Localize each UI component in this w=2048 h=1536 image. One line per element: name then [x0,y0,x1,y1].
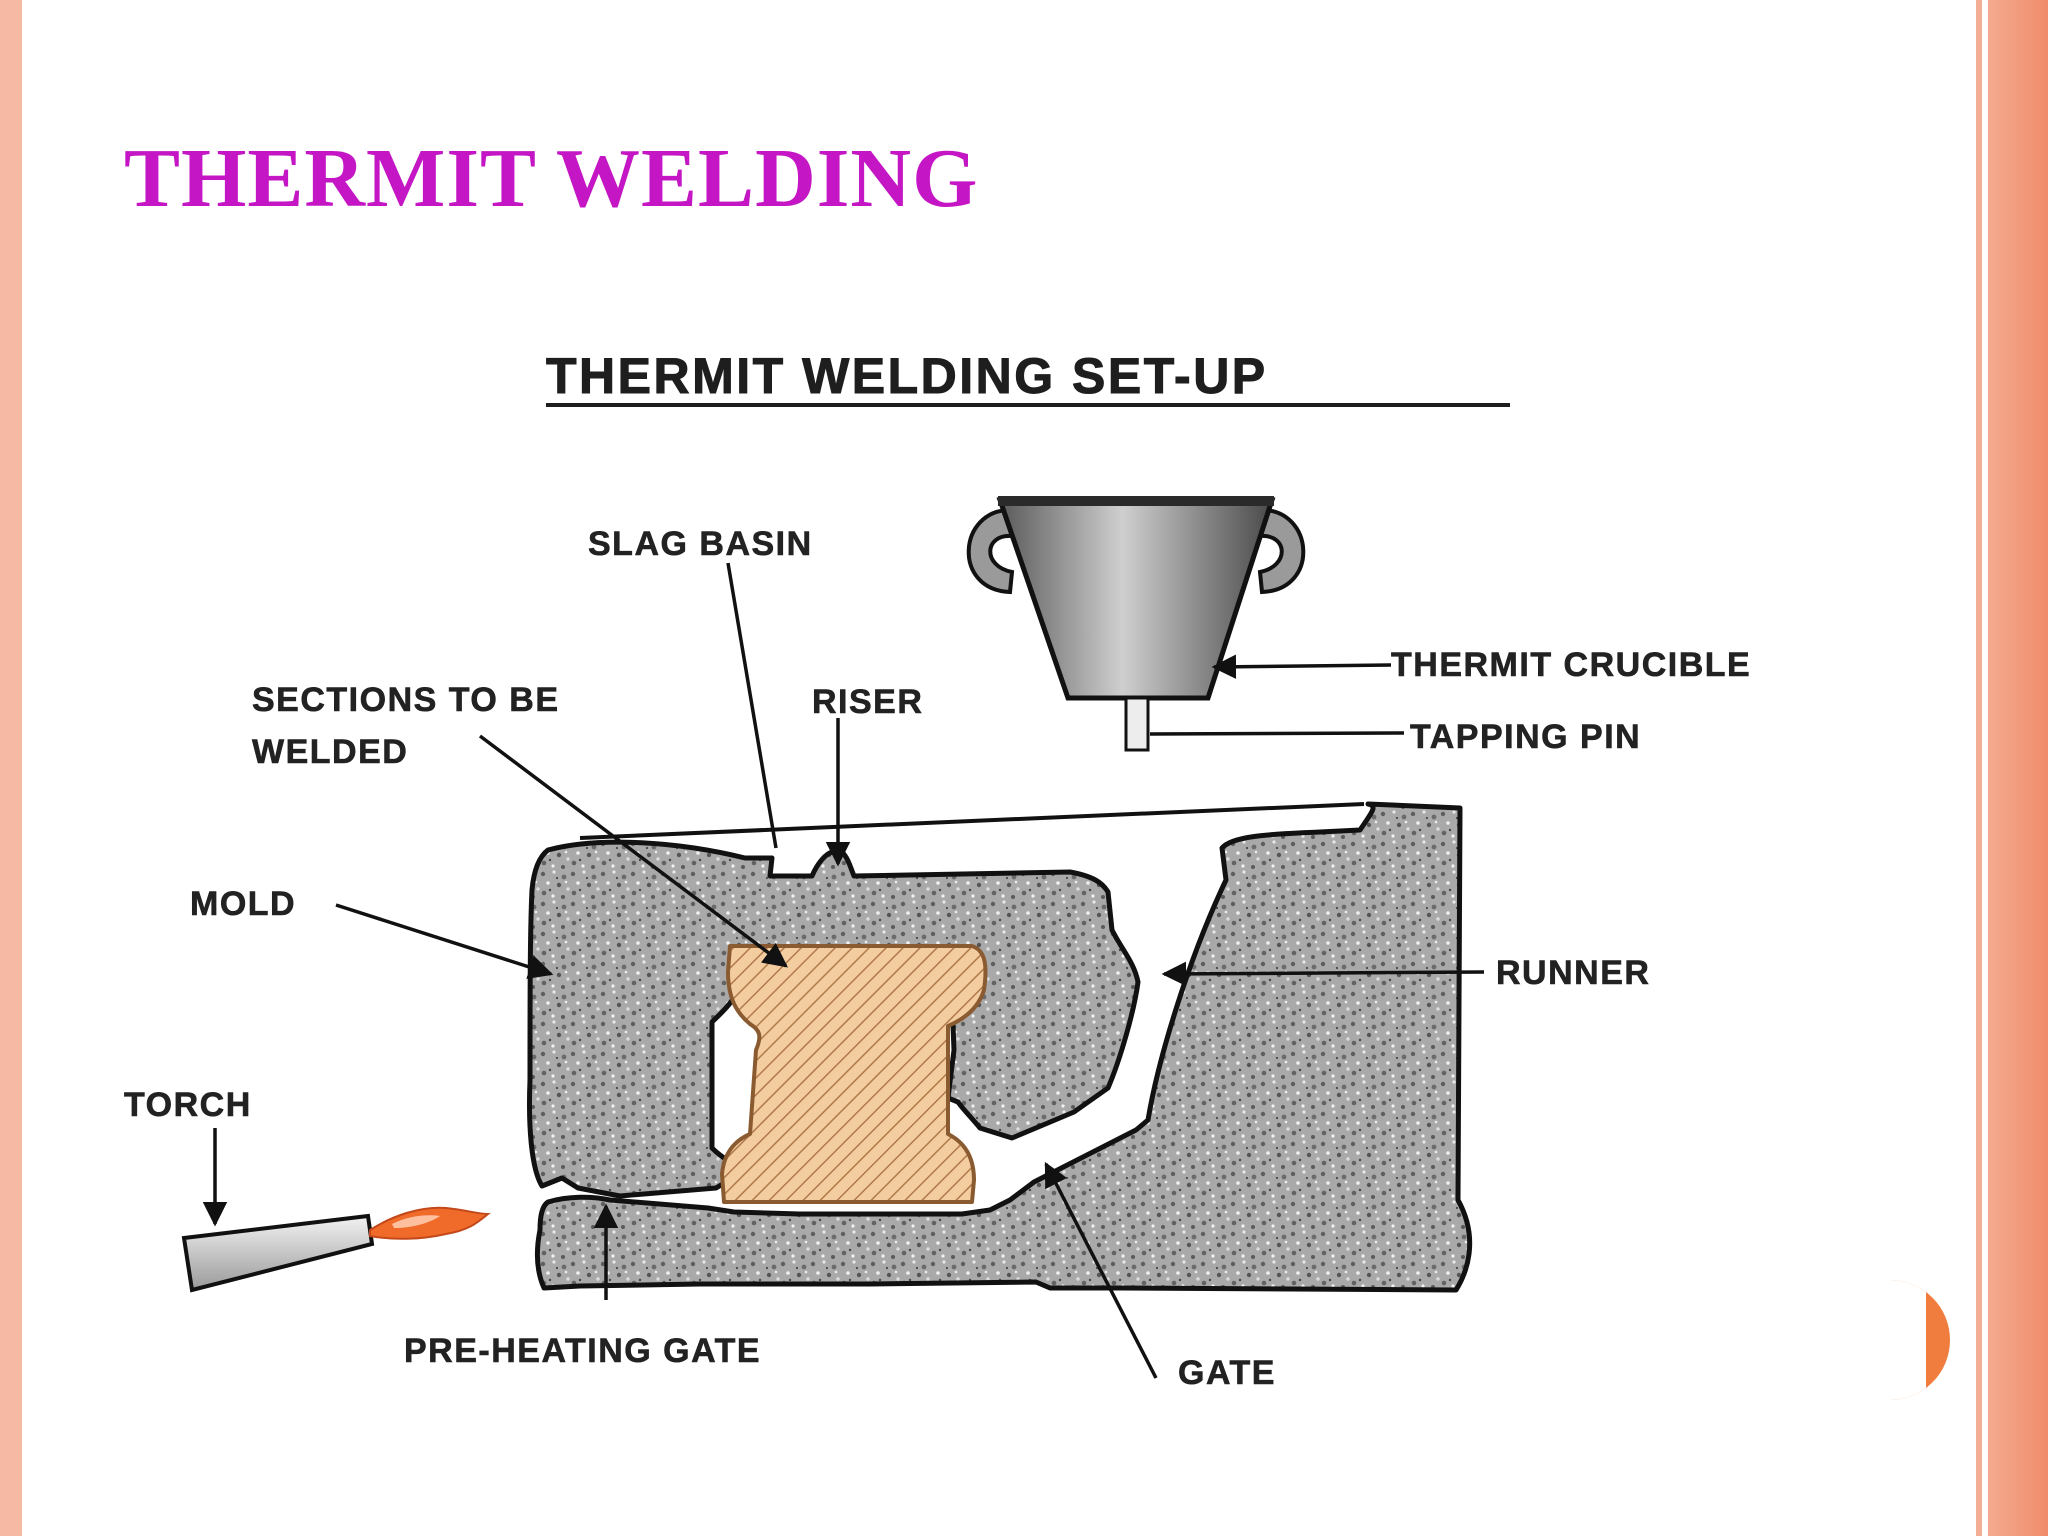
sections-arrow [478,734,788,968]
slide-title: THERMIT WELDING [124,132,979,225]
thermit-crucible [966,496,1306,701]
runner-arrow [1161,961,1485,987]
label-riser: RISER [812,683,923,721]
label-sections-line1: SECTIONS TO BE [252,681,560,719]
left-border [0,0,22,1536]
label-sections-line2: WELDED [252,733,408,771]
torch [181,1206,491,1293]
label-tapping-pin: TAPPING PIN [1410,718,1641,756]
label-mold: MOLD [190,885,296,923]
tapping-pin [1124,696,1150,752]
gate-arrow [1044,1161,1158,1379]
label-torch: TORCH [124,1086,252,1124]
leader-lines [202,562,1485,1379]
right-decorative-band [1958,0,2048,1536]
sections-to-be-welded [720,944,988,1204]
label-gate: GATE [1178,1354,1276,1392]
label-thermit-crucible: THERMIT CRUCIBLE [1391,646,1751,684]
diagram-title: THERMIT WELDING SET-UP [546,348,1268,404]
crucible-arrow [1211,654,1392,680]
mold [527,801,1473,1293]
label-slag-basin: SLAG BASIN [588,525,813,563]
tapping-pin-leader [1149,731,1405,736]
slag-basin-leader [726,562,778,849]
label-runner: RUNNER [1496,954,1650,992]
label-preheating-gate: PRE-HEATING GATE [404,1332,761,1370]
mold-arrow [335,903,554,979]
